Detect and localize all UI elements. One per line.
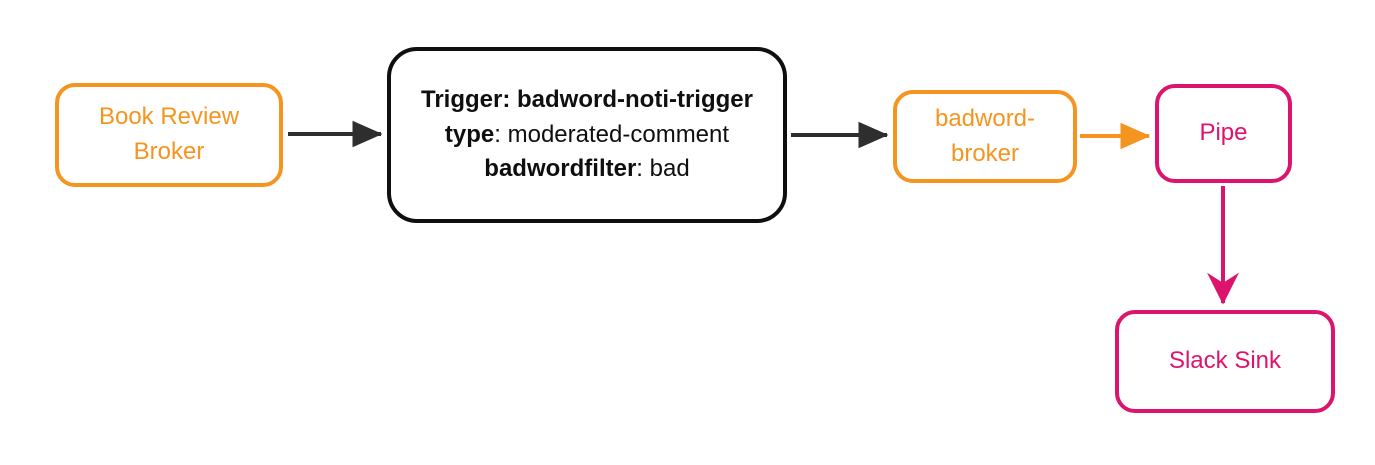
trigger-name-line: Trigger: badword-noti-trigger: [421, 85, 753, 113]
node-label: Pipe: [1199, 119, 1248, 147]
trigger-filter-key: badwordfilter: [484, 155, 637, 183]
trigger-attributes: Trigger: badword-noti-trigger type: mode…: [421, 83, 753, 187]
trigger-filter-value: : bad: [636, 155, 690, 183]
node-badword-broker: badword-broker: [893, 90, 1077, 183]
trigger-filter-line: badwordfilter: bad: [421, 152, 753, 187]
node-book-review-broker: Book Review Broker: [55, 83, 283, 187]
trigger-type-value: : moderated-comment: [494, 120, 730, 148]
trigger-type-line: type: moderated-comment: [421, 118, 753, 153]
node-trigger: Trigger: badword-noti-trigger type: mode…: [387, 47, 787, 223]
node-label: badword-broker: [934, 104, 1036, 167]
node-pipe: Pipe: [1155, 84, 1292, 183]
node-label: Slack Sink: [1168, 347, 1282, 375]
node-slack-sink: Slack Sink: [1115, 310, 1335, 413]
trigger-type-key: type: [444, 120, 495, 148]
node-label: Book Review Broker: [98, 103, 240, 165]
